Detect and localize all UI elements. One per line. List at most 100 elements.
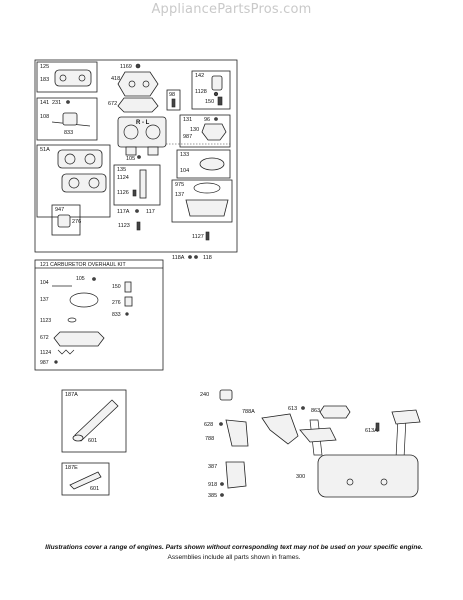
- watermark-text: AppliancePartsPros.com: [151, 2, 312, 17]
- frame-98: [166, 89, 181, 111]
- label-96: 96: [204, 117, 210, 123]
- label-1124: 1124: [117, 175, 129, 181]
- throttle-plate-icon: [62, 112, 78, 126]
- frame-187A: [61, 389, 127, 453]
- label-418: 418: [111, 76, 120, 82]
- label-300: 300: [296, 474, 305, 480]
- spacer-418: [117, 71, 159, 97]
- jet-150-icon: [217, 96, 223, 106]
- label-628: 628: [204, 422, 213, 428]
- label-672: 672: [108, 101, 117, 107]
- muffler-port-icon: [346, 478, 354, 486]
- screw-628-icon: [219, 422, 223, 426]
- label-k1124: 1124: [40, 350, 51, 356]
- muffler-300: [317, 454, 419, 498]
- label-137: 137: [175, 192, 184, 198]
- label-1123: 1123: [118, 223, 130, 229]
- label-kit-title: 121 CARBURETOR OVERHAUL KIT: [40, 262, 126, 268]
- label-k150: 150: [112, 284, 121, 290]
- frame-51A: [36, 144, 111, 218]
- label-k1123: 1123: [40, 318, 51, 324]
- label-k987: 987: [40, 360, 49, 366]
- carburetor-body: R - L: [117, 116, 167, 156]
- screw-118-icon: [194, 255, 198, 259]
- gasket-hole-icon: [88, 177, 100, 189]
- label-987: 987: [183, 134, 192, 140]
- washer-1128-icon: [213, 91, 219, 97]
- bracket-788: [225, 419, 249, 447]
- screw-1169-icon: [135, 63, 141, 69]
- label-frame-131: 131: [183, 117, 192, 123]
- frame-141: [36, 97, 98, 141]
- gasket-lower: [61, 173, 107, 193]
- seal-icon: [124, 296, 133, 307]
- clamp-240: [219, 389, 233, 401]
- screw-1127-icon: [205, 231, 210, 241]
- screw-icon: [92, 277, 96, 281]
- spring-icon: [57, 349, 75, 355]
- label-601b: 601: [90, 486, 99, 492]
- label-1128: 1128: [195, 89, 207, 95]
- label-frame-975: 975: [175, 182, 184, 188]
- label-240: 240: [200, 392, 209, 398]
- gasket-863: [319, 405, 351, 419]
- screw-96-icon: [214, 117, 218, 121]
- muffler-port-icon: [380, 478, 388, 486]
- nut-613-icon: [301, 406, 305, 410]
- label-788: 788: [205, 436, 214, 442]
- label-frame-187E: 187E: [65, 465, 78, 471]
- pipe-end-icon: [72, 434, 84, 442]
- float-bowl-133: [199, 157, 225, 171]
- label-k833: 833: [112, 312, 121, 318]
- label-788A: 788A: [242, 409, 255, 415]
- label-frame-125: 125: [40, 64, 49, 70]
- gasket-hole-icon: [84, 153, 96, 165]
- float-130: [201, 123, 227, 141]
- frame-187E: [61, 462, 110, 496]
- svg-text:R - L: R - L: [136, 120, 150, 126]
- label-k137: 137: [40, 297, 49, 303]
- muffler-pipe-left: [309, 419, 323, 456]
- label-k672: 672: [40, 335, 49, 341]
- stud-613A-icon: [375, 422, 380, 432]
- screw-918-icon: [220, 482, 224, 486]
- gasket-hole-icon: [78, 74, 86, 82]
- o-ring-137: [193, 182, 221, 194]
- fuel-solenoid-947: [57, 214, 71, 228]
- label-833: 833: [64, 130, 73, 136]
- gasket-hole-icon: [59, 74, 67, 82]
- guard-387: [225, 461, 247, 489]
- frame-975: [171, 179, 233, 223]
- frame-125: [36, 61, 98, 93]
- label-frame-133: 133: [180, 152, 189, 158]
- jet-1126-icon: [132, 189, 137, 197]
- label-105: 105: [126, 156, 135, 162]
- needle-98-icon: [171, 98, 176, 108]
- frame-142: [191, 70, 231, 110]
- label-601a: 601: [88, 438, 97, 444]
- screw-117A-icon: [135, 209, 139, 213]
- label-1127: 1127: [192, 234, 204, 240]
- screw-118A-icon: [188, 255, 192, 259]
- frame-131: [179, 114, 231, 148]
- exhaust-pipe-601: [74, 399, 119, 442]
- exhaust-elbow-601: [69, 471, 102, 490]
- gasket-672-icon: [53, 331, 105, 347]
- muffler-flange-right: [391, 409, 421, 425]
- label-118: 118: [203, 255, 212, 261]
- label-613A: 613A: [365, 428, 378, 434]
- pin-icon: [54, 360, 58, 364]
- frame-overhaul-kit: [34, 259, 164, 371]
- label-387: 387: [208, 464, 217, 470]
- gasket-hole-icon: [68, 177, 80, 189]
- label-frame-187A: 187A: [65, 392, 78, 398]
- label-385: 385: [208, 493, 217, 499]
- footer-assemblies-note: Assemblies include all parts shown in fr…: [167, 554, 301, 561]
- gasket-672: [117, 97, 159, 113]
- screw-385-icon: [220, 493, 224, 497]
- gasket-hole-icon: [64, 153, 76, 165]
- jet-icon: [124, 281, 132, 293]
- spacer-hole-icon: [128, 80, 136, 88]
- pin-icon: [125, 312, 129, 316]
